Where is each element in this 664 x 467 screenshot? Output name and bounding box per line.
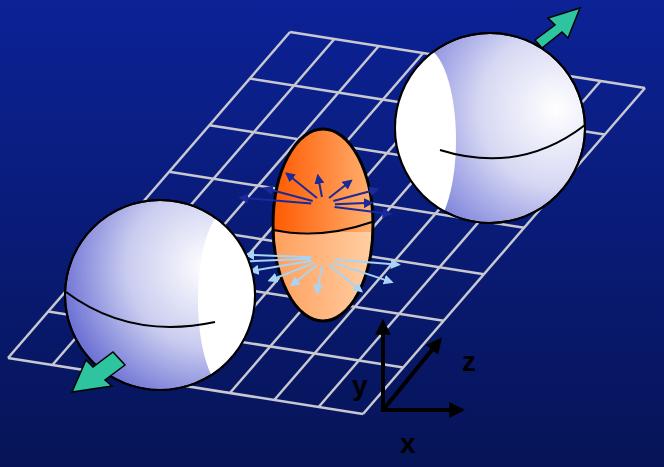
motion-arrow: [72, 352, 125, 392]
flow-arrows: [239, 173, 399, 292]
reaction-plane-grid: [8, 32, 645, 414]
axis-label: x: [400, 430, 416, 458]
motion-arrow: [535, 8, 580, 48]
axes: [381, 322, 462, 410]
nucleus-left: [65, 200, 258, 390]
axis-label: z: [462, 348, 476, 376]
nucleus-right: [392, 33, 585, 232]
axis-label: y: [352, 372, 368, 400]
overlap-region: [270, 129, 380, 332]
